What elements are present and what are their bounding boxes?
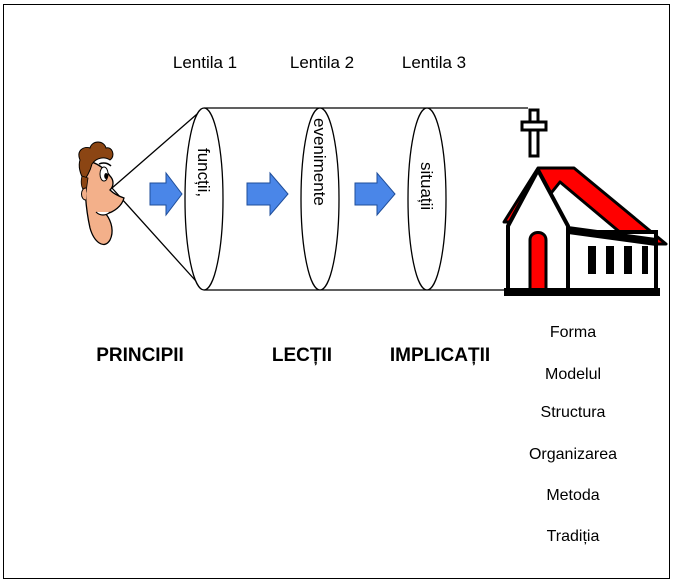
lens-2-title: Lentila 2 bbox=[290, 53, 354, 72]
lens-2 bbox=[300, 107, 340, 291]
arrow-right-icon bbox=[246, 171, 289, 217]
lens-3 bbox=[407, 107, 447, 291]
lens-2-word: evenimente bbox=[310, 118, 329, 206]
lens-3-title: Lentila 3 bbox=[402, 53, 466, 72]
stage-label-principii: PRINCIPII bbox=[96, 345, 184, 366]
lens-1-title: Lentila 1 bbox=[173, 53, 237, 72]
stage-label-implicatii: IMPLICAȚII bbox=[390, 345, 490, 366]
lens-1-word: funcții, bbox=[194, 148, 213, 197]
church-item: Metoda bbox=[546, 487, 599, 504]
lens-1 bbox=[184, 107, 224, 291]
arrow-right-icon bbox=[354, 171, 396, 217]
church-item: Structura bbox=[541, 404, 606, 421]
cone-bottom-line bbox=[111, 187, 205, 291]
arrow-right-icon bbox=[149, 171, 183, 217]
church-item: Modelul bbox=[545, 366, 601, 383]
church-item: Organizarea bbox=[529, 446, 617, 463]
church-icon bbox=[502, 108, 668, 296]
church-item: Forma bbox=[550, 324, 596, 341]
lens-3-word: situații bbox=[417, 162, 436, 210]
cone-top-line bbox=[111, 107, 205, 189]
person-face-icon bbox=[78, 141, 125, 245]
church-item: Tradiția bbox=[547, 528, 600, 545]
stage-label-lectii: LECȚII bbox=[272, 345, 332, 366]
